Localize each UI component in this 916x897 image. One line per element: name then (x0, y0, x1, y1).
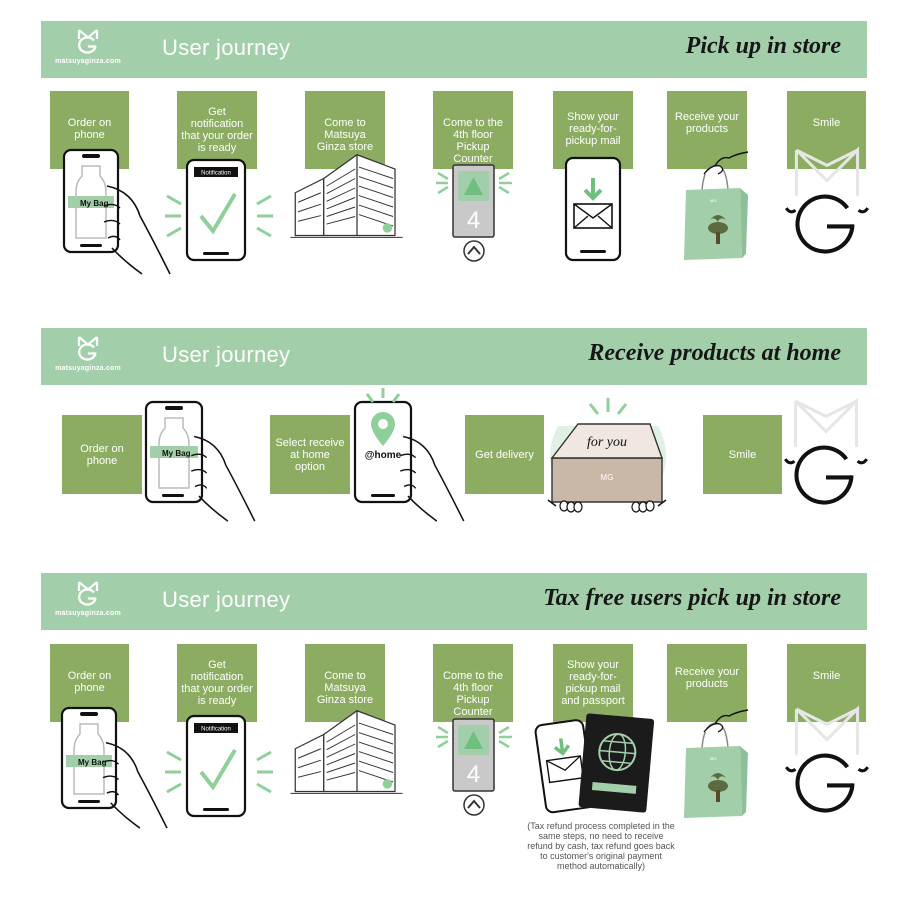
step-label: Smile (812, 670, 841, 682)
step-label: Get delivery (475, 448, 534, 461)
matsuya-logo: matsuyaginza.com (51, 334, 125, 380)
section-subtitle: Receive products at home (588, 340, 841, 366)
section-subtitle: Pick up in store (685, 33, 841, 59)
step-label: Come to Matsuya Ginza store (316, 670, 374, 706)
step-smile: Smile (703, 415, 782, 494)
step-label: Come to Matsuya Ginza store (316, 117, 374, 153)
step-label: Order on phone (80, 442, 124, 467)
step-pickup-counter: Come to the 4th floor Pickup Counter (433, 644, 513, 722)
smile-logo-icon (785, 145, 869, 257)
screen-label: My Bag (162, 449, 191, 458)
journey-label: User journey (162, 35, 291, 60)
step-label: Show your ready-for-pickup mail and pass… (561, 659, 625, 707)
step-pickup-counter: Come to the 4th floor Pickup Counter (433, 91, 513, 169)
screen-label: @home (365, 450, 402, 461)
logo-text: matsuyaginza.com (55, 365, 121, 372)
step-label: Smile (728, 448, 757, 461)
step-label: Order on phone (67, 117, 112, 141)
section-banner-taxfree: matsuyaginza.com User journey Tax free u… (41, 573, 867, 630)
floor-number: 4 (467, 207, 480, 234)
phone-hand-icon: My Bag (144, 400, 256, 522)
section-banner-home: matsuyaginza.com User journey Receive pr… (41, 328, 867, 385)
step-receive-products: Receive your products (667, 644, 747, 722)
step-label: Receive your products (674, 111, 740, 135)
step-label: Show your ready-for-pickup mail (565, 111, 621, 147)
matsuya-logo: matsuyaginza.com (51, 579, 125, 625)
mg-logo-icon (73, 27, 103, 57)
smile-logo-icon (784, 396, 868, 508)
floor-number: 4 (467, 761, 480, 788)
tax-refund-note: (Tax refund process completed in the sam… (527, 821, 675, 871)
box-label: for you (587, 435, 627, 450)
shopping-bag-icon (683, 151, 749, 261)
section-subtitle: Tax free users pick up in store (543, 585, 841, 611)
building-icon (290, 154, 404, 239)
mg-logo-icon (73, 579, 103, 609)
phone-check-icon: Notification (165, 158, 273, 262)
step-smile: Smile (787, 644, 866, 722)
step-label: Get notification that your order is read… (181, 659, 253, 707)
phone-check-icon: Notification (165, 714, 273, 818)
step-order-on-phone: Order on phone (62, 415, 142, 494)
step-label: Get notification that your order is read… (181, 106, 253, 154)
step-label: Select receive at home option (275, 436, 345, 473)
screen-label: Notification (201, 171, 231, 177)
elevator-icon: 4 (436, 718, 512, 816)
phone-hand-icon: My Bag (60, 706, 168, 829)
step-get-notification: Get notification that your order is read… (177, 91, 257, 169)
step-get-notification: Get notification that your order is read… (177, 644, 257, 722)
step-select-home-option: Select receive at home option (270, 415, 350, 494)
matsuya-logo: matsuyaginza.com (51, 27, 125, 73)
phone-hand-icon: My Bag (62, 148, 171, 275)
phone-mail-icon (564, 156, 622, 262)
screen-label: My Bag (80, 199, 109, 208)
step-show-mail-passport: Show your ready-for-pickup mail and pass… (553, 644, 633, 722)
journey-label: User journey (162, 587, 291, 612)
step-come-to-store: Come to Matsuya Ginza store (305, 644, 385, 722)
step-label: Smile (812, 117, 841, 129)
screen-label: Notification (201, 727, 231, 733)
logo-text: matsuyaginza.com (55, 610, 121, 617)
section-banner-pickup: matsuyaginza.com User journey Pick up in… (41, 21, 867, 78)
step-label: Order on phone (67, 670, 112, 694)
journey-label: User journey (162, 342, 291, 367)
mg-logo-icon (73, 334, 103, 364)
smile-logo-icon (785, 704, 869, 816)
box-icon: for you MG (547, 398, 667, 513)
step-get-delivery: Get delivery (465, 415, 544, 494)
elevator-icon: 4 (436, 164, 512, 262)
phone-passport-icon (534, 713, 655, 814)
step-label: Receive your products (674, 666, 740, 690)
step-label: Come to the 4th floor Pickup Counter (443, 117, 503, 165)
step-label: Come to the 4th floor Pickup Counter (443, 670, 503, 718)
screen-label: My Bag (78, 758, 107, 767)
building-icon (290, 710, 404, 795)
phone-pin-icon: @home (353, 388, 465, 522)
shopping-bag-icon (683, 709, 749, 819)
step-show-mail: Show your ready-for-pickup mail (553, 91, 633, 169)
svg-text:MG: MG (601, 473, 614, 482)
step-come-to-store: Come to Matsuya Ginza store (305, 91, 385, 169)
logo-text: matsuyaginza.com (55, 58, 121, 65)
